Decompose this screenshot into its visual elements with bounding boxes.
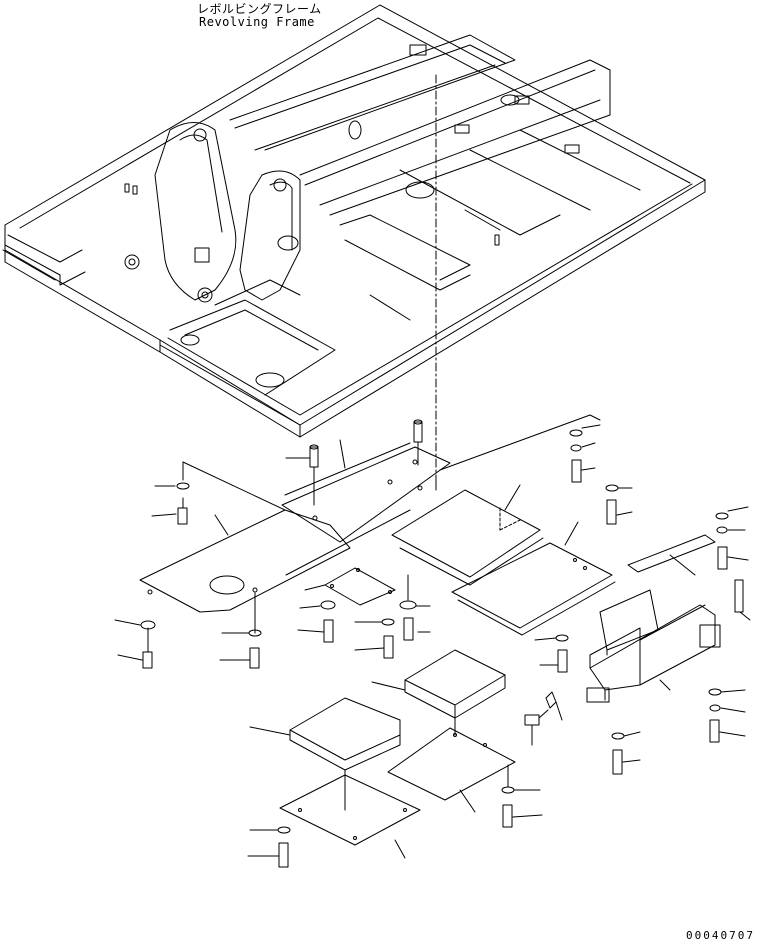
rubber-seal-b <box>628 535 715 575</box>
large-left-cover <box>140 462 350 612</box>
top-cover-plate <box>282 440 450 542</box>
small-block <box>587 688 609 702</box>
revolving-frame <box>3 5 705 437</box>
rubber-strip <box>735 580 750 620</box>
frame-title-japanese: レボルビングフレーム <box>197 2 322 16</box>
drawing-number: 00040707 <box>686 929 755 942</box>
right-upper-cover-b <box>440 415 615 635</box>
lower-cover-pad-left <box>250 698 400 770</box>
rubber-seal-a <box>600 590 658 655</box>
fastener-group <box>115 425 748 867</box>
right-box-duct <box>590 605 720 700</box>
lower-cover-plate-left <box>280 770 420 858</box>
lower-cover-pad <box>372 650 505 718</box>
right-upper-cover-a <box>392 485 543 585</box>
small-centre-cover <box>286 510 410 605</box>
frame-title-english: Revolving Frame <box>199 15 315 29</box>
pin-right <box>414 420 422 465</box>
pin-left <box>286 445 318 505</box>
lower-cover-plate-right <box>388 705 515 812</box>
